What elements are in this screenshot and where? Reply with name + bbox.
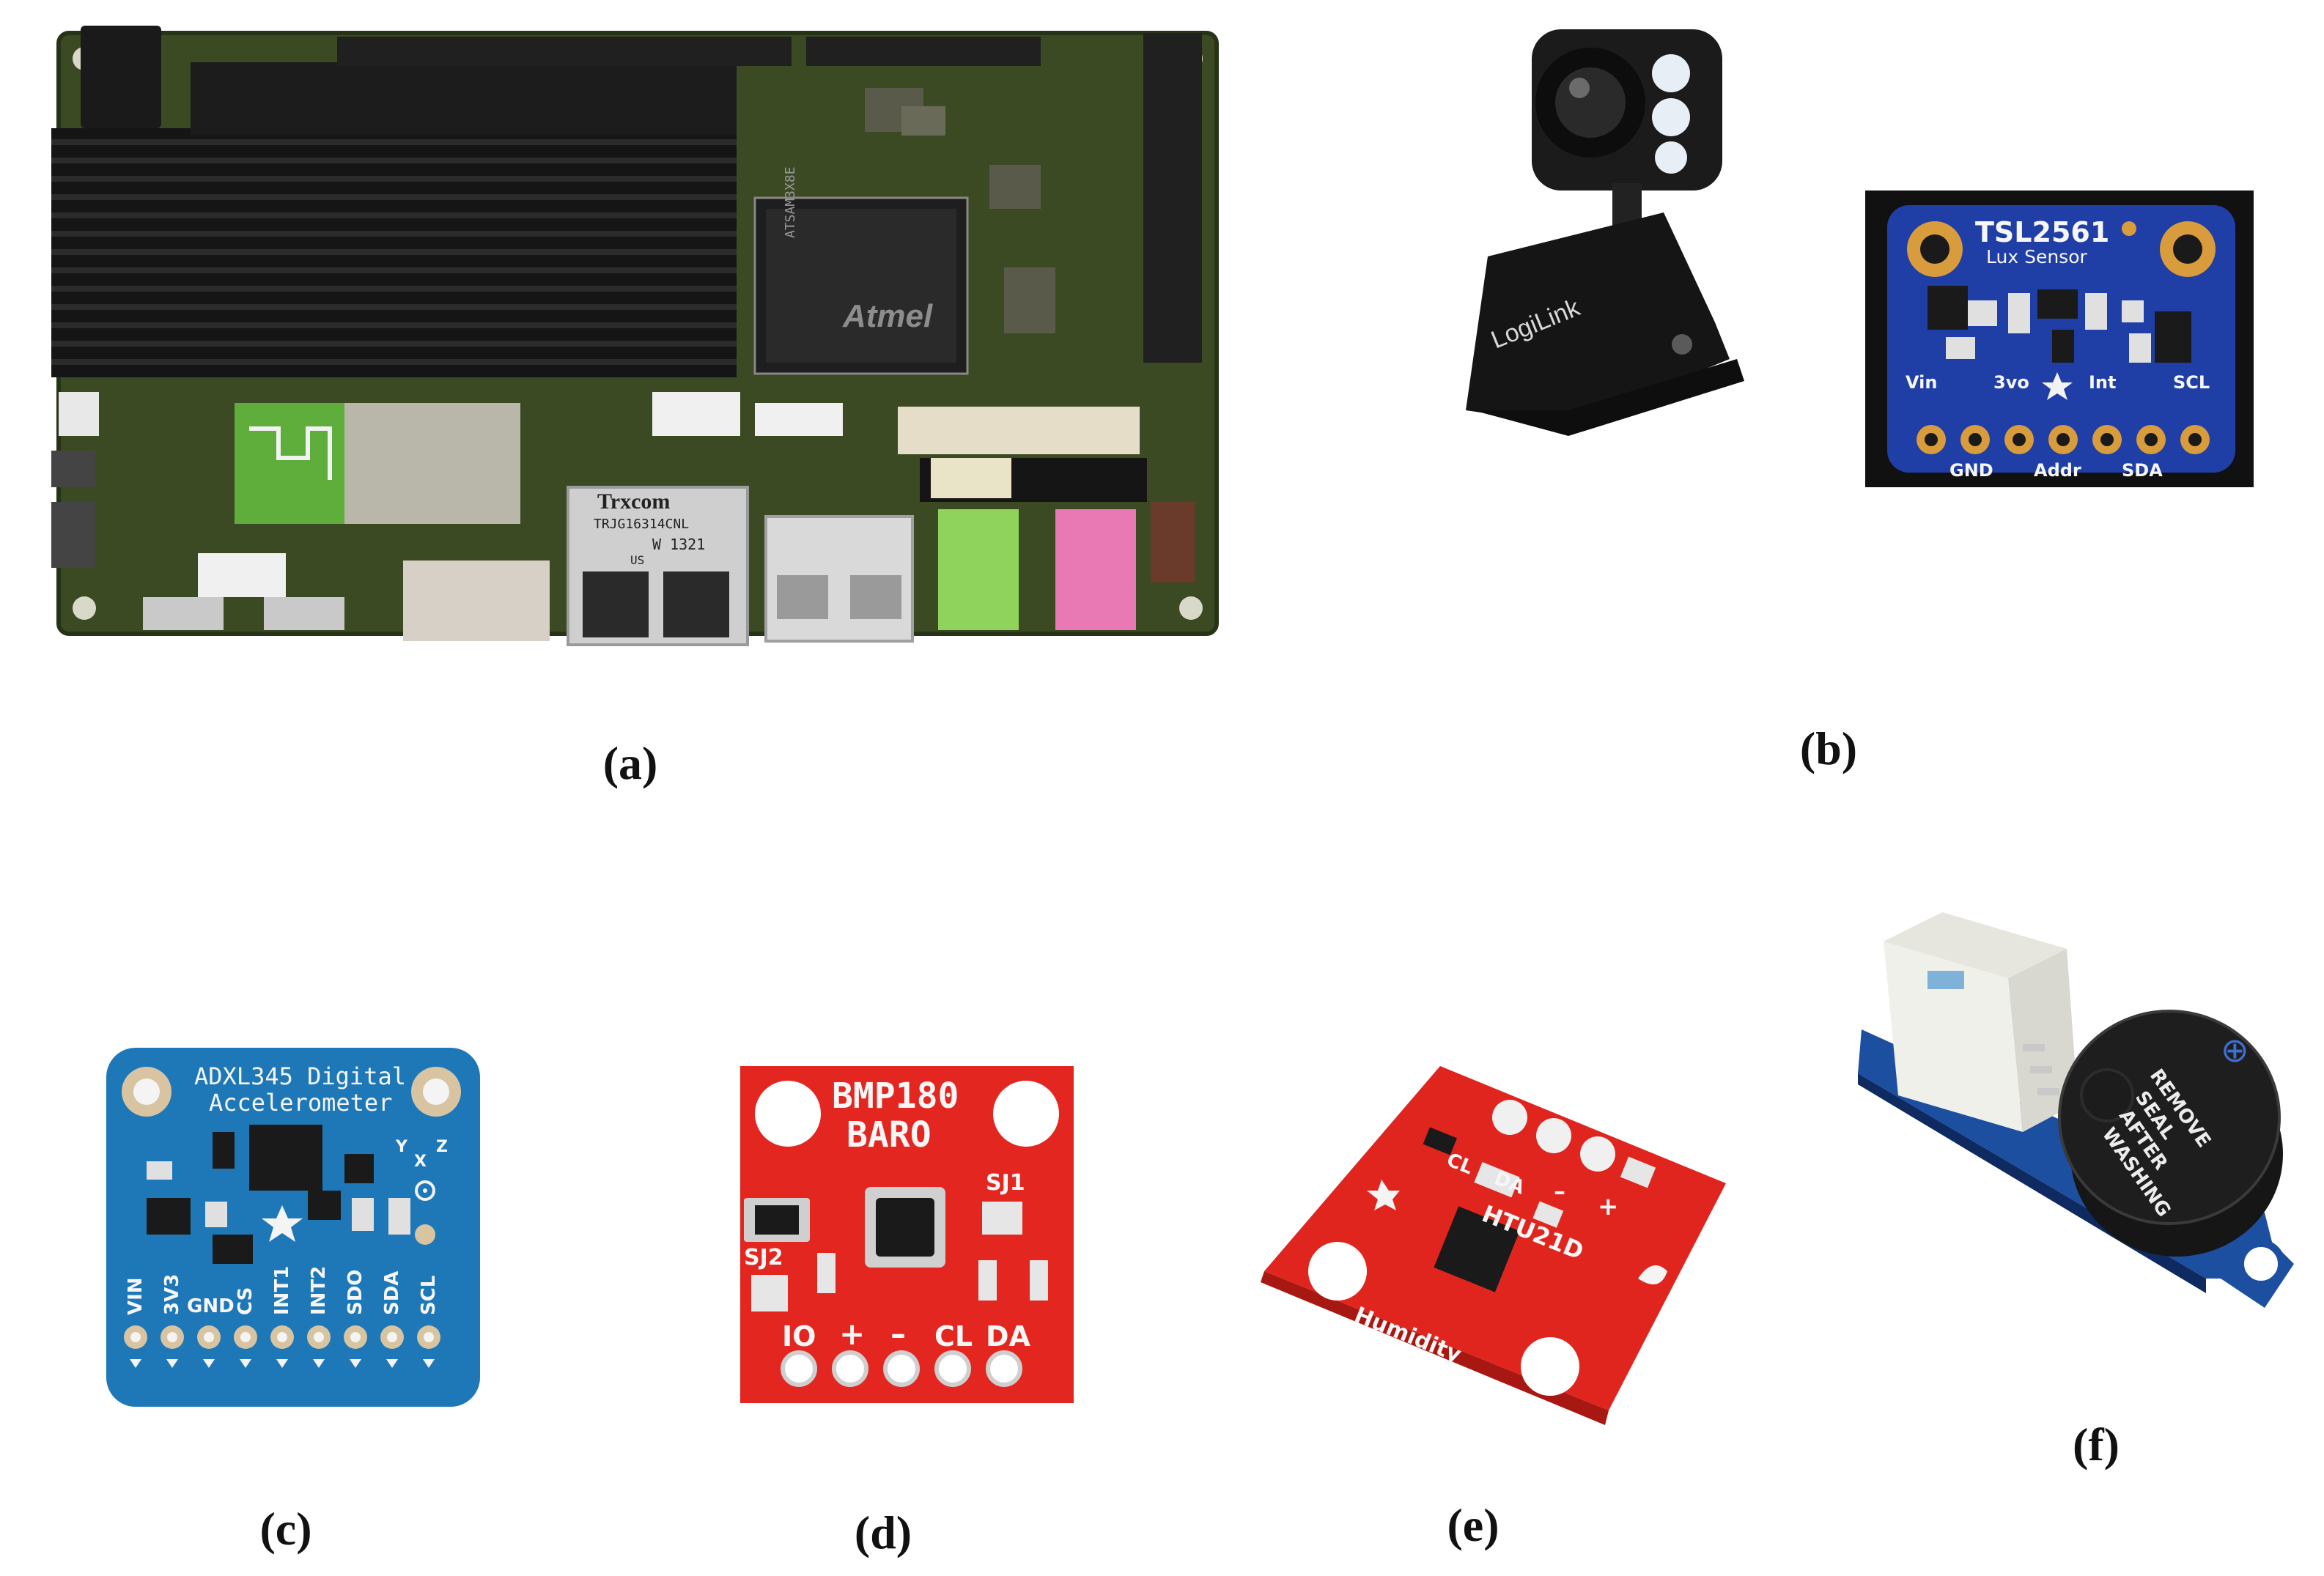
- bmp180-pin-io: IO: [782, 1320, 816, 1353]
- tsl2561-pin-3vo: 3vo: [1993, 372, 2029, 393]
- panel-a-board: Trxcom TRJG16314CNL W 1321 US ATSAM3X8E …: [51, 18, 1224, 648]
- adxl345-pin-scl: SCL: [418, 1275, 440, 1315]
- webcam-image: [1466, 29, 1744, 436]
- adxl345-pin-vin: VIN: [125, 1277, 147, 1315]
- bmp180-board-image: [740, 1066, 1074, 1403]
- htu21d-pin-minus: –: [1554, 1177, 1565, 1205]
- tsl2561-pin-sda: SDA: [2122, 460, 2163, 481]
- buzzer-module-image: [1858, 912, 2294, 1308]
- chip-part-text: ATSAM3X8E: [783, 166, 798, 238]
- sbc-board-image: [51, 26, 1219, 646]
- adxl345-title-line2: Accelerometer: [209, 1089, 393, 1117]
- tsl2561-pin-scl: SCL: [2173, 372, 2210, 393]
- adxl345-board-image: [106, 1048, 480, 1407]
- bmp180-title-line2: BARO: [846, 1114, 932, 1155]
- ethernet-brand-text: Trxcom: [597, 489, 671, 514]
- buzzer-symbol: ⊕: [2221, 1030, 2249, 1070]
- adxl345-pin-3v3: 3V3: [161, 1273, 183, 1315]
- bmp180-pin-minus: –: [890, 1316, 906, 1352]
- adxl345-pin-sda: SDA: [381, 1270, 403, 1315]
- adxl345-axis-x: X: [414, 1153, 427, 1171]
- bmp180-pin-plus: +: [839, 1316, 866, 1352]
- htu21d-board-image: [1261, 1066, 1726, 1425]
- tsl2561-title: TSL2561: [1975, 216, 2110, 248]
- ethernet-code-text: W 1321: [652, 536, 706, 553]
- panel-b-tsl2561: TSL2561 Lux Sensor Vin 3vo Int SCL GND A…: [1865, 190, 2254, 487]
- adxl345-pin-cs: CS: [235, 1287, 257, 1315]
- panel-b-webcam: LogiLink: [1422, 15, 1774, 484]
- panel-d-bmp180: BMP180 BARO SJ1 SJ2 IO + – CL DA: [737, 1062, 1077, 1407]
- caption-b: (b): [1799, 722, 1858, 774]
- bmp180-pin-da: DA: [986, 1320, 1030, 1353]
- adxl345-axis-y: Y: [396, 1138, 407, 1156]
- panel-f-buzzer: ⊕ REMOVE SEAL AFTER WASHING: [1854, 898, 2316, 1322]
- htu21d-pin-plus: +: [1598, 1192, 1619, 1221]
- tsl2561-pin-vin: Vin: [1906, 372, 1938, 393]
- caption-a: (a): [602, 737, 658, 789]
- bmp180-title-line1: BMP180: [832, 1076, 959, 1117]
- tsl2561-pin-int: Int: [2089, 372, 2117, 393]
- panel-e-htu21d: HTU21D Humidity CL DA – +: [1257, 1059, 1726, 1425]
- bmp180-jumper-sj1: SJ1: [986, 1170, 1025, 1196]
- adxl345-pin-sdo: SDO: [344, 1269, 366, 1315]
- bmp180-pin-cl: CL: [934, 1320, 973, 1353]
- bmp180-jumper-sj2: SJ2: [744, 1245, 783, 1270]
- tsl2561-pin-gnd: GND: [1949, 460, 1993, 481]
- adxl345-pin-int1: INT1: [271, 1265, 293, 1315]
- adxl345-pin-gnd: GND: [187, 1295, 235, 1317]
- tsl2561-subtitle: Lux Sensor: [1986, 246, 2087, 267]
- adxl345-title-line1: ADXL345 Digital: [194, 1062, 406, 1090]
- panel-c-adxl345: ADXL345 Digital Accelerometer VIN 3V3 GN…: [103, 1044, 484, 1410]
- caption-f: (f): [2073, 1418, 2120, 1470]
- adxl345-axis-z: Z: [436, 1138, 448, 1156]
- ethernet-part-text: TRJG16314CNL: [594, 517, 690, 532]
- caption-e: (e): [1447, 1499, 1499, 1551]
- chip-brand-logo: Atmel: [843, 298, 933, 334]
- caption-c: (c): [259, 1503, 312, 1555]
- caption-d: (d): [854, 1506, 912, 1558]
- adxl345-pin-int2: INT2: [308, 1265, 330, 1315]
- tsl2561-board-image: [1887, 205, 2235, 473]
- tsl2561-pin-addr: Addr: [2034, 460, 2081, 481]
- ethernet-us-text: US: [630, 553, 645, 567]
